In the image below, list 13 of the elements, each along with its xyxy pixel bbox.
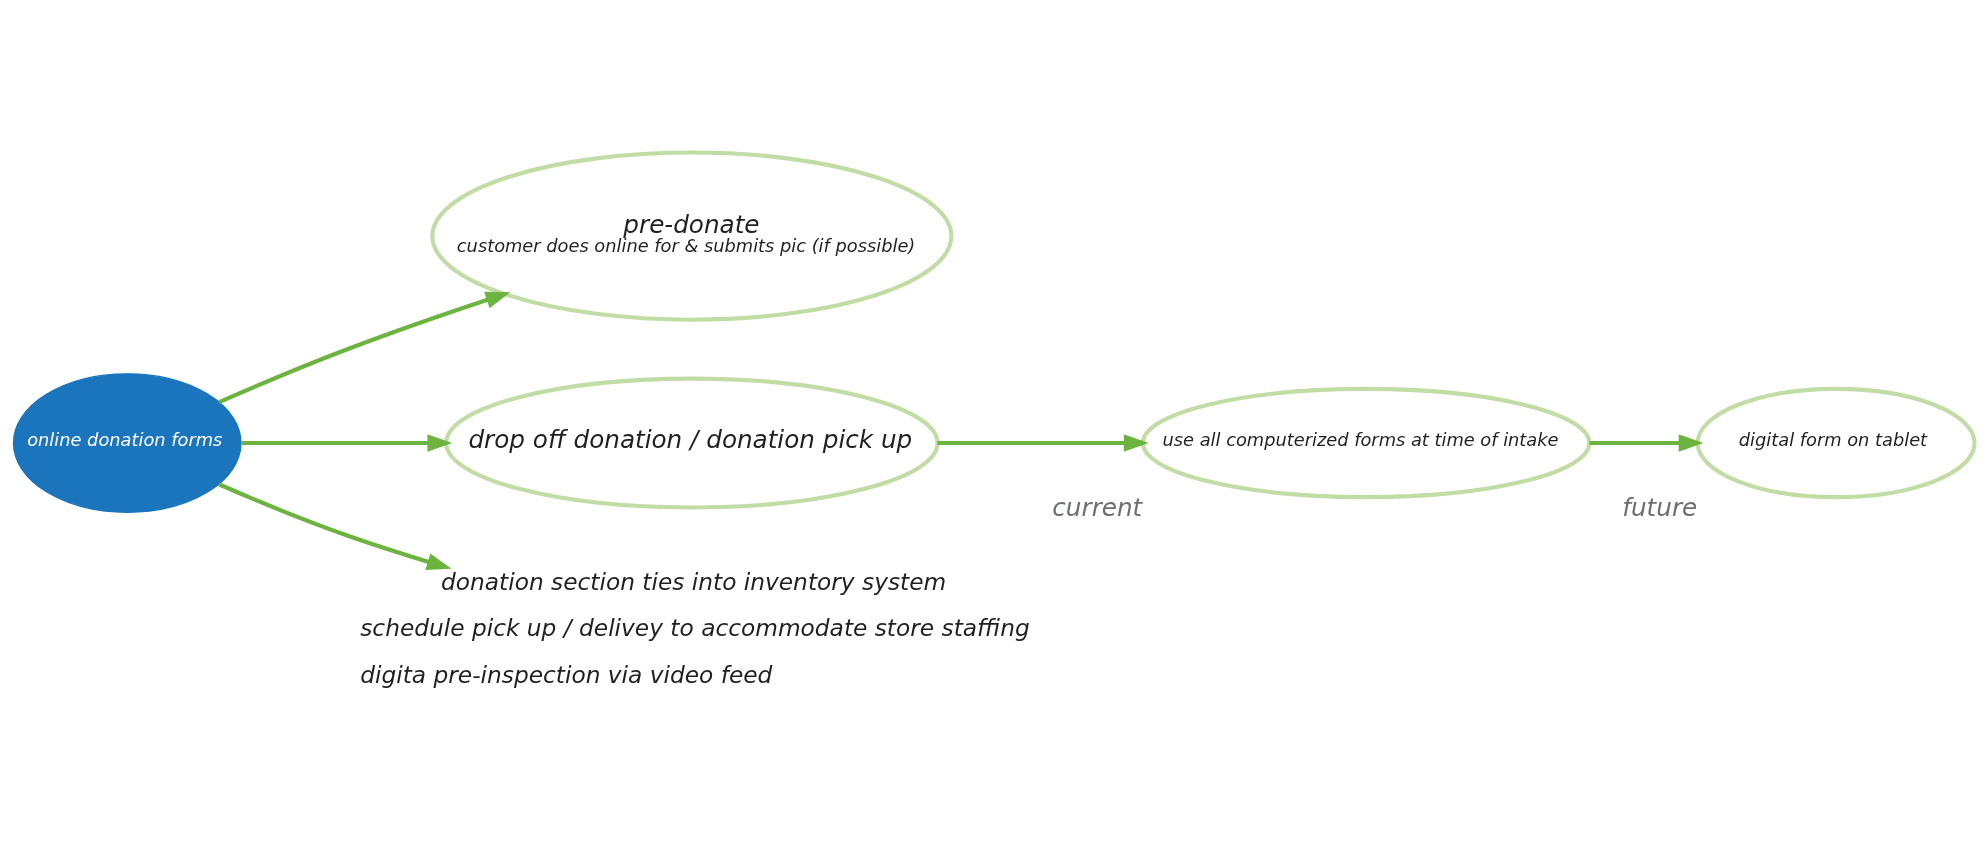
node-label: current — [1052, 492, 1143, 522]
node-ellipse: digital form on tablet — [1695, 386, 1977, 499]
node-label: future — [1622, 492, 1698, 522]
arrow — [218, 481, 452, 570]
arrow — [241, 433, 453, 452]
arrow — [218, 291, 511, 404]
node-ellipse: pre-donate customer does online for & submits pic (if possible) — [430, 149, 954, 322]
node-ellipse: online donation forms — [12, 372, 242, 513]
node-ellipse: use all computerized forms at time of intake — [1140, 386, 1592, 499]
arrow — [1589, 433, 1704, 452]
node-ellipse: drop off donation / donation pick up — [444, 376, 940, 509]
node-text: donation section ties into inventory system schedule pick up / delivey to accommodate store staffing digita pre-inspection via video feed — [360, 567, 1030, 688]
arrow — [937, 433, 1149, 452]
